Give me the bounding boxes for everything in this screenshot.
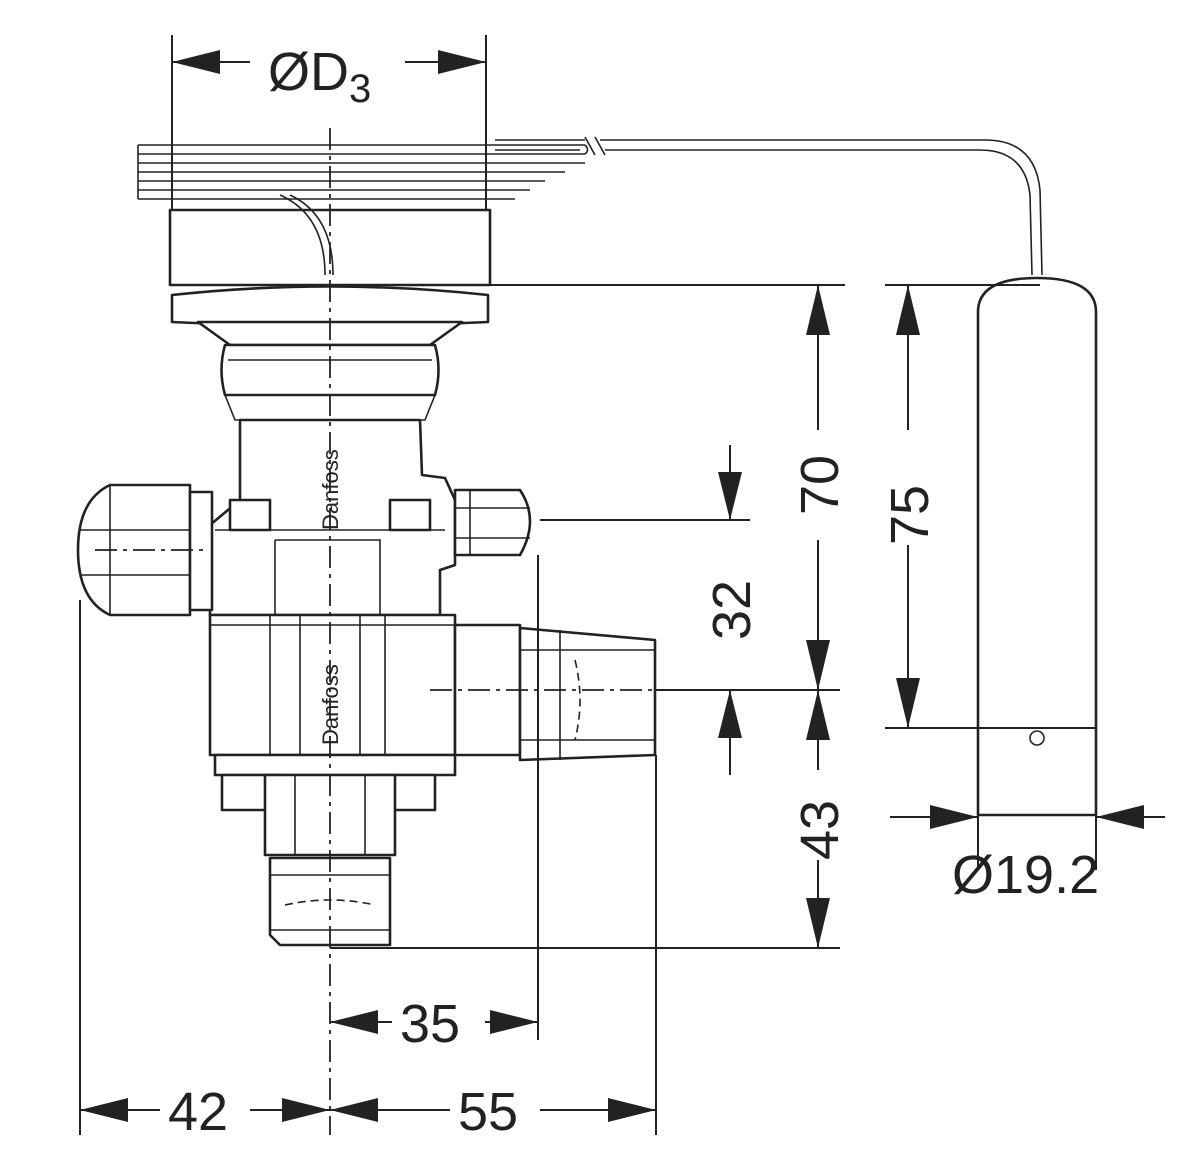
sensing-bulb [976,276,1098,817]
dim-70: 70 [790,285,850,690]
center-lines [95,128,840,1135]
bolt-right [388,498,432,532]
dim-32-label: 32 [702,580,762,640]
bottom-plate [213,753,457,777]
dim-70-label: 70 [790,455,850,515]
dim-bulb-diameter-label: Ø19.2 [952,845,1099,905]
bulb-hole [1029,730,1045,746]
valve-upper-body [208,418,457,617]
valve-lower-body [208,613,657,947]
brand-label-lower: Danfoss [318,664,343,745]
dim-d3-label: ØD3 [268,42,371,111]
dim-43-label: 43 [790,800,850,860]
dim-42: 42 [80,1082,330,1142]
dim-35-label: 35 [400,994,460,1054]
inner-capillary-2 [289,194,334,276]
dim-55: 55 [330,1082,656,1142]
dim-bulb-diameter: Ø19.2 [890,805,1165,905]
dim-75: 75 [880,285,940,728]
power-element [137,144,589,421]
inner-capillary [279,194,326,276]
capillary-tube [495,136,1043,276]
dim-32: 32 [702,445,762,775]
dim-75-label: 75 [880,485,940,545]
brand-label-upper: Danfoss [318,449,343,530]
dim-43: 43 [790,690,850,948]
equalizer-nut [453,488,532,557]
dim-42-label: 42 [168,1082,228,1142]
dim-55-label: 55 [458,1082,518,1142]
dim-d3: ØD3 [172,42,486,111]
capillary-coil [137,144,589,200]
bolt-left [228,498,272,532]
dim-35: 35 [330,994,538,1054]
extension-lines [79,35,1097,1135]
